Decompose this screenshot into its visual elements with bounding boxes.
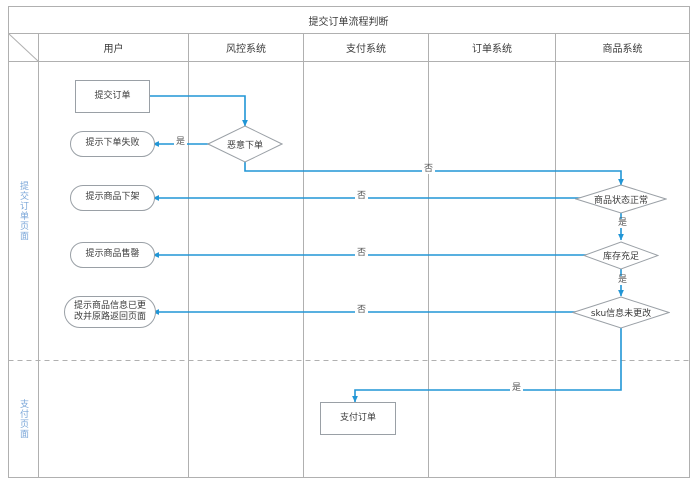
edge-label-sku-no: 否 bbox=[355, 305, 369, 315]
node-stock-enough[interactable]: 库存充足 bbox=[582, 241, 660, 270]
node-stock-enough-label: 库存充足 bbox=[602, 252, 639, 262]
node-tip-sku-changed-line1: 提示商品信息已更 bbox=[73, 300, 146, 311]
node-tip-sku-changed-line2: 改并原路返回页面 bbox=[73, 312, 146, 322]
node-sku-unchanged[interactable]: sku信息未更改 bbox=[571, 296, 671, 329]
node-tip-goods-offshelf[interactable]: 提示商品下架 bbox=[70, 185, 155, 211]
edge-label-malicious-no: 否 bbox=[422, 164, 436, 174]
diamond-shape-goods-status bbox=[574, 184, 668, 214]
edge-label-stock-no: 否 bbox=[355, 248, 369, 258]
node-submit-order[interactable]: 提交订单 bbox=[75, 80, 150, 113]
lane-header-risk: 风控系统 bbox=[226, 44, 266, 55]
edge-sku-yes bbox=[352, 328, 622, 403]
edge-label-stock-yes: 是 bbox=[616, 275, 630, 285]
node-tip-goods-soldout[interactable]: 提示商品售罄 bbox=[70, 242, 155, 268]
node-tip-sku-changed[interactable]: 提示商品信息已更 改并原路返回页面 bbox=[64, 296, 156, 328]
diagram-title: 提交订单流程判断 bbox=[308, 16, 389, 28]
lane-header-order: 订单系统 bbox=[472, 44, 512, 55]
corner-diagonal bbox=[8, 33, 39, 62]
phase-label-submit: 提交订单页面 bbox=[18, 181, 28, 241]
edge-label-malicious-yes: 是 bbox=[174, 137, 188, 147]
node-sku-unchanged-label: sku信息未更改 bbox=[590, 309, 652, 319]
diamond-shape-sku bbox=[571, 296, 671, 329]
edge-submit-to-malicious bbox=[150, 95, 248, 127]
diamond-shape-malicious bbox=[206, 125, 284, 163]
node-tip-order-fail[interactable]: 提示下单失败 bbox=[70, 131, 155, 157]
edge-label-sku-yes: 是 bbox=[510, 383, 524, 393]
lane-header-goods: 商品系统 bbox=[602, 44, 643, 55]
node-goods-status-ok-label: 商品状态正常 bbox=[593, 195, 648, 206]
phase-label-payment: 支付页面 bbox=[18, 399, 28, 439]
lane-header-user: 用户 bbox=[103, 44, 124, 55]
node-malicious-order-label: 恶意下单 bbox=[226, 140, 263, 151]
edge-label-goods-status-no: 否 bbox=[355, 191, 369, 201]
diamond-shape-stock bbox=[582, 241, 660, 270]
lane-header-pay: 支付系统 bbox=[346, 44, 386, 55]
node-pay-order[interactable]: 支付订单 bbox=[320, 402, 396, 435]
node-goods-status-ok[interactable]: 商品状态正常 bbox=[574, 184, 668, 214]
edge-label-goods-status-yes: 是 bbox=[616, 218, 630, 228]
node-malicious-order[interactable]: 恶意下单 bbox=[206, 125, 284, 163]
